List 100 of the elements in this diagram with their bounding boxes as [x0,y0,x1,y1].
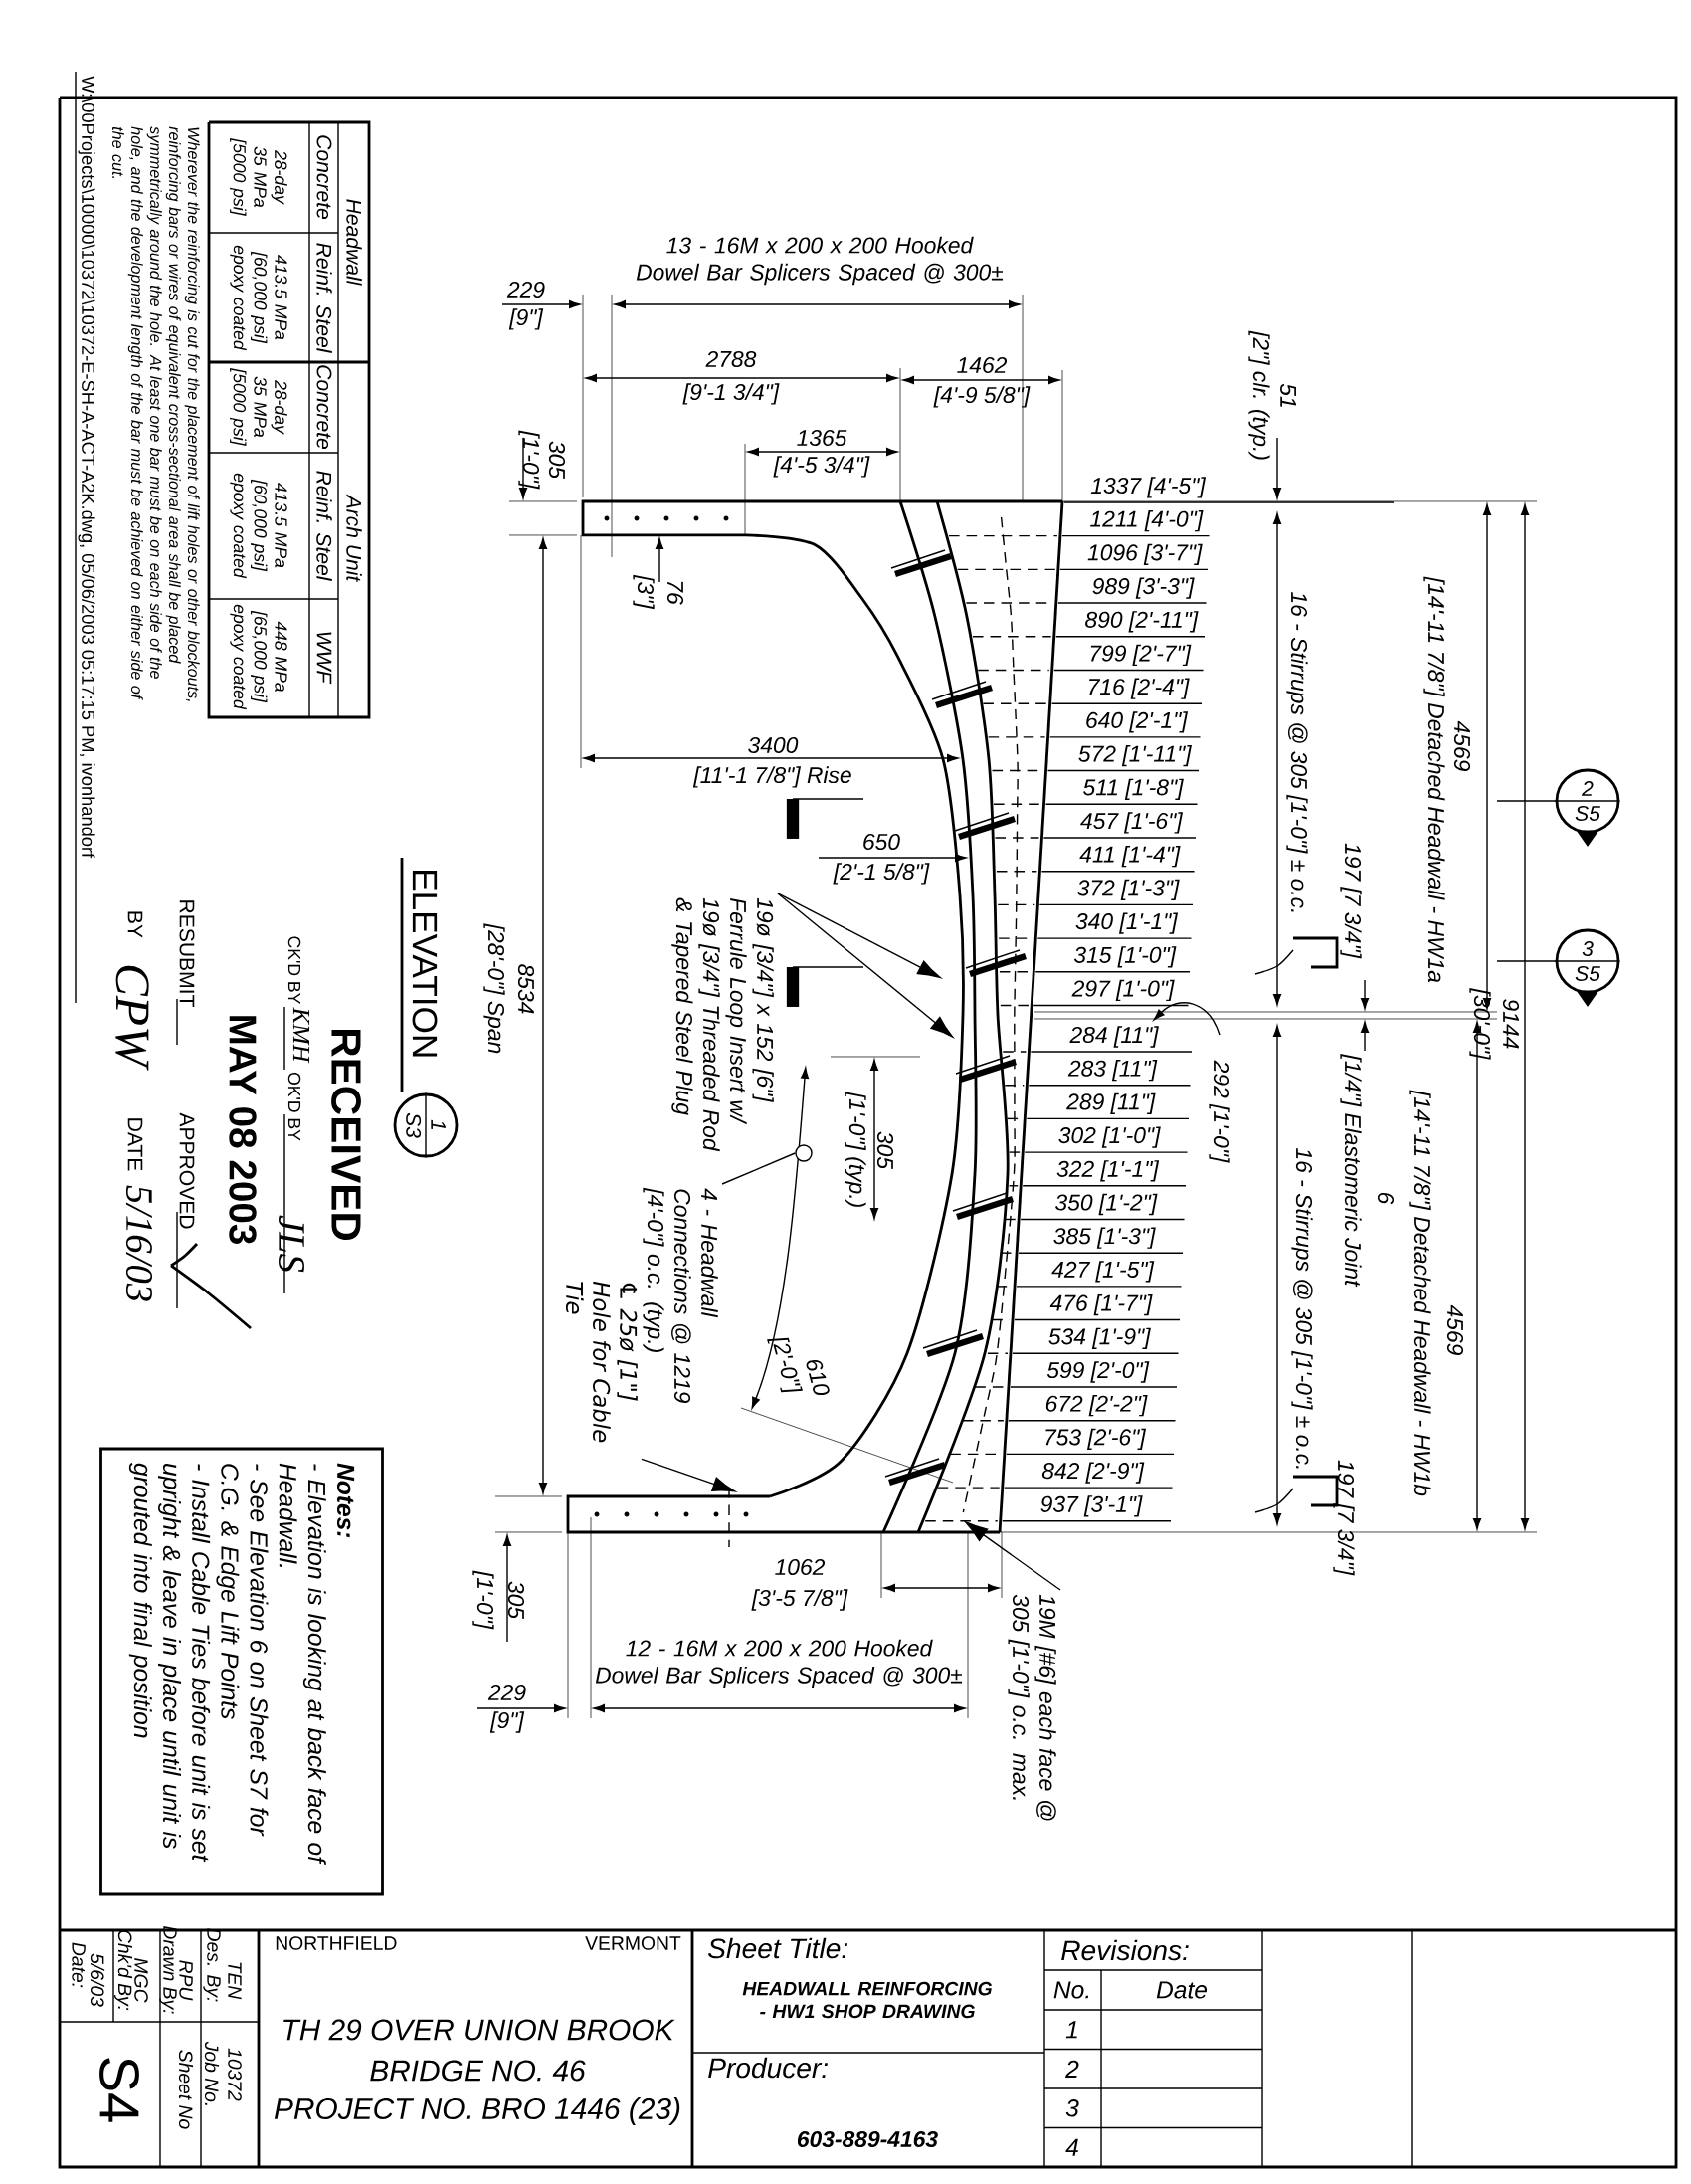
table-header: Concrete [316,135,332,219]
dimension-text: 350 [1'-2"] [1055,1193,1158,1216]
table-cell: 2 [1065,2060,1079,2078]
title-text: 603-889-4163 [797,2130,938,2148]
table-header: Reinf. Steel [316,471,332,581]
dimension-text: 305 [876,1131,894,1170]
callout-text: 4 - Headwall Connections @ 1219 [4'-0"] o.c. (typ.) [643,1187,718,1403]
title-text: VERMONT [585,1936,681,1950]
project-title: BRIDGE NO. 46 [370,2060,586,2082]
table-header: Reinf. Steel [316,243,332,353]
dimension-text: 1062 [775,1558,826,1576]
table-cell: 413.5 MPa [60,000 psi] epoxy coated [230,473,287,579]
title-text: Sheet Title: [708,1937,848,1959]
dimension-text: 672 [2'-2"] [1045,1395,1148,1417]
title-text: Date: [72,1942,86,1988]
dimension-text: 6 [1377,1192,1395,1205]
dimension-text: 534 [1'-9"] [1048,1327,1151,1349]
leader-line [641,1458,736,1492]
dimension-text: [9'-1 3/4"] [682,383,780,405]
leader-line [777,893,953,1038]
dimension-text: 640 [2'-1"] [1086,711,1189,733]
dimension-text: 1365 [797,429,847,447]
dimension-text: [9"] [489,1711,525,1733]
title-text: Drawn By: [159,1926,177,2014]
dimension-text: 753 [2'-6"] [1045,1428,1147,1451]
table-cell: 28-day 35 MPa [5000 psi] [230,138,287,216]
dimension-text: 372 [1'-3"] [1077,879,1180,900]
title-text: Producer: [708,2057,828,2079]
dimension-text: 4569 [1446,1304,1464,1355]
dimension-text: 2788 [705,350,757,368]
title-text: S4 [99,2058,139,2122]
table-header: Concrete [316,365,332,449]
dimension-text: 315 [1'-0"] [1073,946,1177,968]
dimension-text: 292 [1'-0"] [1209,1060,1230,1163]
note-text: 16 - Stirrups @ 305 [1'-0"] ± o.c. [1286,592,1308,912]
handwriting: KMH [292,1007,310,1064]
table-header: No. [1053,1981,1089,1999]
dimension-text: 610 [806,1359,830,1396]
title-text: Sheet No [178,2050,194,2129]
title-text: Chk'd By: [114,1930,132,2011]
dimension-text: 411 [1'-4"] [1079,846,1181,868]
dimension-text: 890 [2'-11"] [1085,611,1199,633]
title-text: NORTHFIELD [276,1936,397,1950]
dimension-text: [2"] clr. (typ.) [1248,330,1270,460]
handwriting: 5/16/03 [125,1185,152,1301]
dimension-text: [1'-0"] [518,430,540,490]
table-header: WWF [316,632,332,685]
dimension-text: [9"] [508,308,544,330]
dimension-text: 289 [11"] [1066,1092,1156,1114]
dimension-text: 799 [2'-7"] [1090,644,1192,667]
title-text: RPU [179,1960,193,2001]
table-cell: 3 [1065,2099,1079,2117]
dimension-text: 1211 [4'-0"] [1090,510,1204,532]
dimension-text: 3400 [748,736,799,754]
title-text: MGC [134,1958,148,2003]
dimension-text: 572 [1'-11"] [1078,744,1192,767]
dimension-text: 511 [1'-8"] [1083,778,1184,800]
note-text: 12 - 16M x 200 x 200 Hooked Dowel Bar Splicers Spaced @ 300± [595,1639,963,1688]
stamp-text: OK'D BY [287,1072,301,1141]
dimension-text: 340 [1'-1"] [1075,912,1179,934]
dimension-text: 322 [1'-1"] [1056,1160,1160,1182]
dimension-text: 283 [11"] [1067,1060,1158,1082]
table-header: Headwall [346,199,362,286]
title-text: 10372 [228,2048,242,2101]
stamp-text: APPROVED [179,1112,195,1229]
dimension-text: [4'-5 3/4"] [773,456,870,478]
dimension-text: [4'-9 5/8"] [933,386,1031,408]
dimension-text: 76 [666,581,684,605]
dimension-text: 937 [3'-1"] [1040,1495,1143,1517]
dimension-text: 842 [2'-9"] [1041,1462,1145,1484]
dimension-text: 427 [1'-5"] [1051,1261,1155,1283]
callout-text: ℄ 25ø [1"] Hole for Cable Tie [566,1281,638,1443]
note-text: [1/4"] Elastomeric Joint [1340,1054,1362,1288]
dimension-text: 297 [1'-0"] [1071,979,1175,1002]
dimension-text: 989 [3'-3"] [1092,577,1195,599]
title-text: Job No. [204,2041,220,2105]
table-cell: 4 [1065,2138,1078,2156]
table-cell: 413.5 MPa [60,000 psi] epoxy coated [230,245,287,351]
dimension-text: [3"] [633,574,655,610]
stamp-text: RESUBMIT [179,900,195,1007]
table-header: Arch Unit [346,494,362,583]
dimension-text: [2'-1 5/8"] [833,863,930,885]
note-paragraph: Wherever the reinforcing is cut for the placement of lift holes or other blockouts, reinforcing bars or wires of equivalent cross-sectional area shall be placed symmetrically around the hole. At least one bar must be on each side of the hole, and the development length of the bar must be achieved on either side of the cut. [112,126,200,701]
dimension-text: 599 [2'-0"] [1046,1361,1150,1383]
callout-text: 19M [#6] each face @ 305 [1'-0"] o.c. max. [1008,1594,1056,1821]
dimension-text: 305 [507,1581,525,1620]
leader-line [721,1152,796,1185]
stamp-text: BY [127,911,143,938]
dimension-text: 1462 [957,356,1008,374]
dimension-text: 229 [506,281,545,298]
table-cell: 448 MPa [65,000 psi] epoxy coated [230,604,287,710]
dimension-text: 302 [1'-0"] [1058,1126,1161,1148]
handwriting: JLS [279,1215,304,1273]
dimension-text: 284 [11"] [1069,1026,1159,1048]
ring-marker [795,1144,813,1162]
dimension-text: 51 [1280,383,1296,407]
note-text: [14'-11 7/8"] Detached Headwall - HW1a [1423,576,1445,983]
file-path-text: W:\00Projects\10000\10372\10372-E-SH-A-ACT-A2K.dwg, 05/06/2003 05:17:15 PM, ivonhandorf [75,71,95,1004]
stamp-text: DATE [127,1118,143,1171]
dimension-text: [11'-1 7/8"] Rise [692,766,851,788]
